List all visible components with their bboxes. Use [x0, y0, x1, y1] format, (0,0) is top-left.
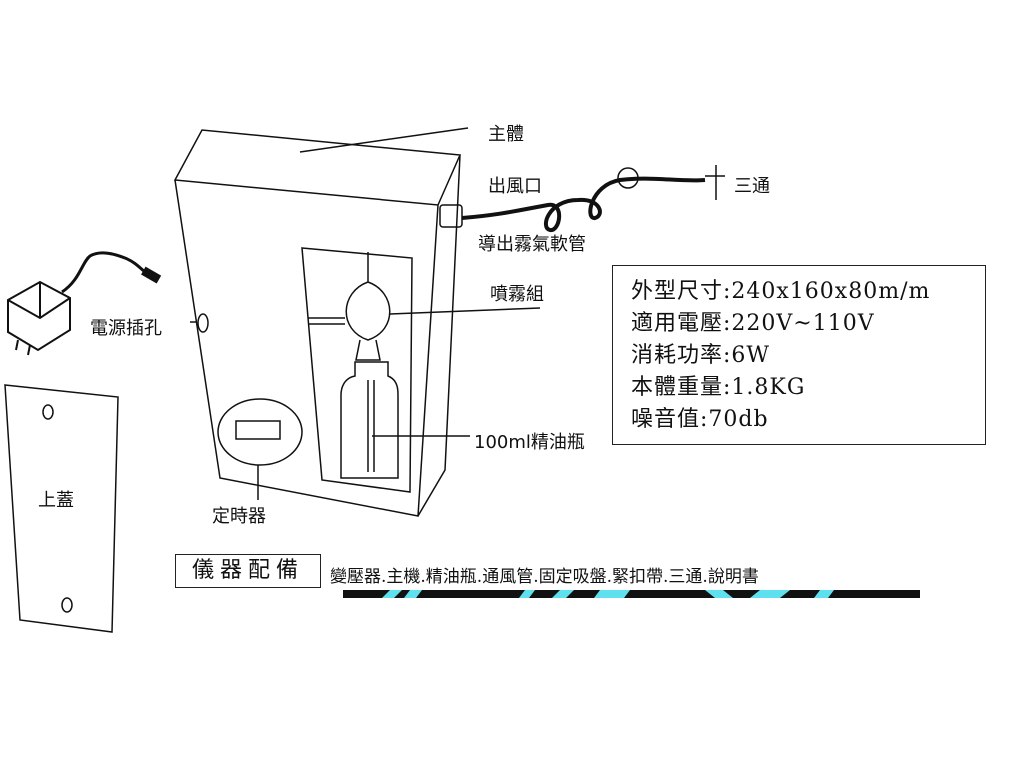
main-body-outline	[173, 129, 462, 517]
air-outlet-nozzle	[439, 204, 463, 228]
label-tee: 三通	[734, 176, 770, 197]
label-spray-unit: 噴霧組	[490, 284, 544, 305]
label-top-cover: 上蓋	[38, 490, 74, 511]
label-main-body: 主體	[488, 124, 524, 145]
spec-voltage: 適用電壓:220V~110V	[631, 311, 875, 336]
label-oil-bottle: 100ml精油瓶	[474, 432, 585, 453]
spec-noise: 噪音值:70db	[631, 407, 769, 432]
spec-dimensions: 外型尺寸:240x160x80m/m	[631, 279, 931, 304]
spray-bulb	[345, 252, 391, 341]
spec-box: 外型尺寸:240x160x80m/m 適用電壓:220V~110V 消耗功率:6…	[612, 265, 986, 445]
accent-band	[343, 590, 920, 598]
power-adapter	[7, 251, 162, 356]
label-air-outlet: 出風口	[488, 176, 542, 197]
accessories-label: 儀器配備	[175, 554, 321, 588]
oil-bottle	[340, 361, 399, 479]
mist-hose	[461, 176, 706, 232]
spec-power: 消耗功率:6W	[631, 343, 771, 368]
inner-window	[301, 247, 413, 493]
label-mist-hose: 導出霧氣軟管	[478, 234, 586, 255]
top-cover-panel	[4, 384, 119, 633]
label-power-jack: 電源插孔	[90, 318, 162, 339]
spec-weight: 本體重量:1.8KG	[631, 375, 806, 400]
tee-fitting	[705, 165, 725, 200]
timer-dial	[217, 398, 303, 466]
power-jack-hole	[197, 313, 209, 333]
timer-display	[235, 420, 281, 440]
accessories-list: 變壓器.主機.精油瓶.通風管.固定吸盤.緊扣帶.三通.說明書	[330, 567, 759, 587]
label-timer: 定時器	[212, 506, 266, 527]
